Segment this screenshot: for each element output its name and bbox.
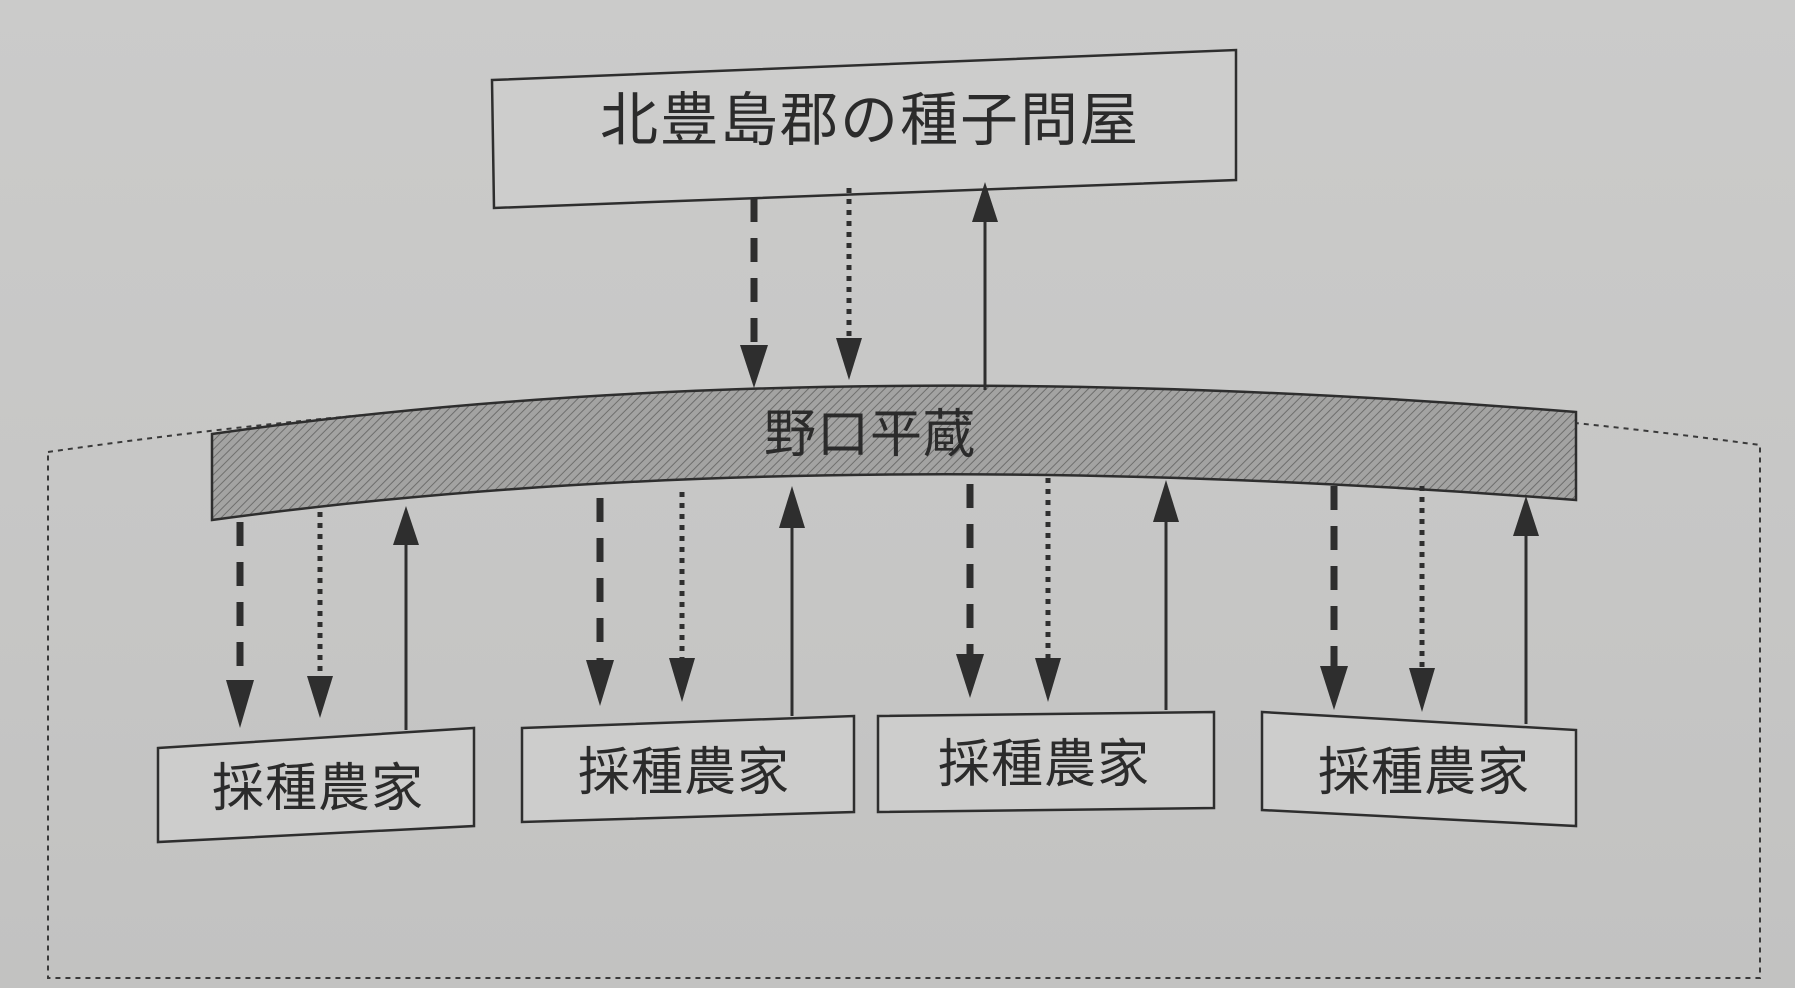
top-box-label: 北豊島郡の種子問屋 bbox=[600, 86, 1140, 154]
dashed-arrowhead bbox=[740, 345, 768, 388]
dotted-arrowhead bbox=[669, 658, 695, 702]
dotted-arrowhead bbox=[1035, 658, 1061, 702]
farmer-box-1: 採種農家 bbox=[156, 726, 476, 844]
farmer-label-2: 採種農家 bbox=[578, 743, 790, 803]
farmer-label-1: 採種農家 bbox=[212, 759, 424, 819]
top-box: 北豊島郡の種子問屋 bbox=[490, 48, 1238, 210]
solid-arrowhead bbox=[972, 182, 998, 222]
dotted-arrowhead bbox=[307, 676, 333, 718]
solid-arrowhead bbox=[393, 506, 419, 545]
farmer-label-4: 採種農家 bbox=[1318, 743, 1530, 803]
middle-bar: 野口平蔵 bbox=[210, 384, 1578, 522]
farmer-box-2: 採種農家 bbox=[520, 714, 856, 824]
solid-arrowhead bbox=[779, 486, 805, 528]
farmer-label-3: 採種農家 bbox=[938, 735, 1150, 795]
farmer-box-4: 採種農家 bbox=[1260, 710, 1578, 828]
dashed-arrowhead bbox=[956, 654, 984, 698]
middle-bar-label: 野口平蔵 bbox=[764, 405, 976, 465]
dashed-arrowhead bbox=[1320, 666, 1348, 710]
solid-arrowhead bbox=[1153, 480, 1179, 522]
farmer-group-3 bbox=[956, 478, 1179, 710]
solid-arrowhead bbox=[1513, 496, 1539, 536]
top-arrows bbox=[740, 182, 998, 390]
dashed-arrowhead bbox=[586, 660, 614, 706]
farmer-group-4 bbox=[1320, 486, 1539, 724]
dotted-arrowhead bbox=[1409, 668, 1435, 712]
farmer-box-3: 採種農家 bbox=[876, 710, 1216, 814]
dashed-arrowhead bbox=[226, 680, 254, 728]
farmer-group-2 bbox=[586, 486, 805, 716]
farmer-group-1 bbox=[226, 506, 419, 730]
dotted-arrowhead bbox=[836, 338, 862, 380]
